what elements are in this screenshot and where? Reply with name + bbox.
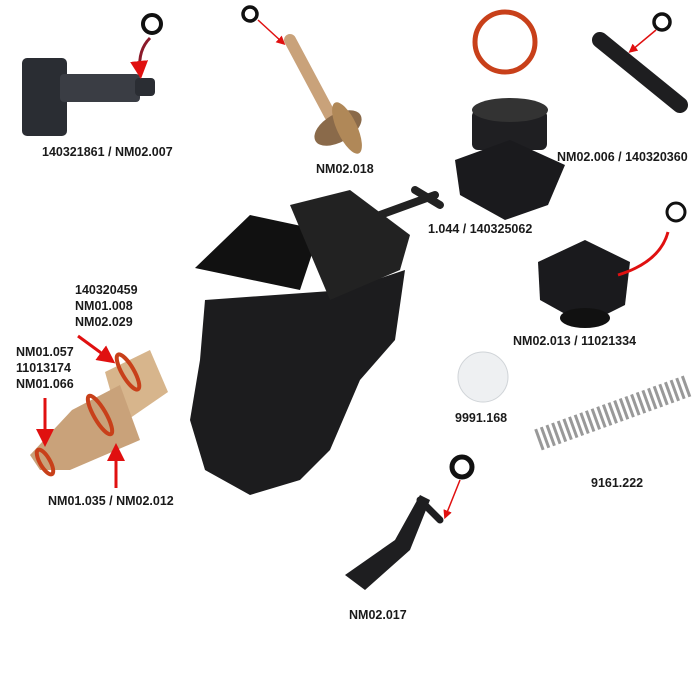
o-ring-icon — [141, 13, 163, 35]
label-piston-stem: NM02.018 — [316, 162, 374, 176]
label-square-base: NM02.013 / 11021334 — [513, 334, 637, 348]
label-pin: NM02.006 / 140320360 — [557, 150, 688, 164]
valve-part — [22, 13, 163, 136]
label-piston-block: 1.044 / 140325062 — [428, 222, 533, 236]
brew-unit-housing — [190, 186, 444, 495]
large-o-ring — [472, 9, 538, 75]
label-nozzle-mid: NM01.035 / NM02.012 — [48, 494, 174, 508]
part-number: NM01.066 — [16, 377, 74, 391]
piston-stem-part — [241, 5, 362, 154]
part-number: 11013174 — [16, 361, 71, 375]
spring-part — [534, 374, 694, 451]
label-valve: 140321861 / NM02.007 — [42, 145, 173, 159]
pin-part — [592, 12, 688, 113]
part-number: 140320459 — [75, 283, 138, 297]
square-base-part — [538, 201, 687, 328]
label-spring: 9161.222 — [591, 476, 644, 490]
label-ball: 9991.168 — [455, 411, 508, 425]
piston-block-part — [455, 98, 565, 220]
label-nozzle-tip: NM01.057 11013174 NM01.066 — [16, 344, 74, 392]
part-number: NM01.057 — [16, 345, 74, 359]
label-lever: NM02.017 — [349, 608, 407, 622]
part-number: NM01.008 — [75, 299, 133, 313]
part-number: NM02.029 — [75, 315, 133, 329]
ball-part — [457, 351, 509, 403]
nozzle-part — [30, 334, 168, 488]
label-nozzle-top: 140320459 NM01.008 NM02.029 — [75, 282, 138, 330]
lever-part — [345, 454, 475, 590]
